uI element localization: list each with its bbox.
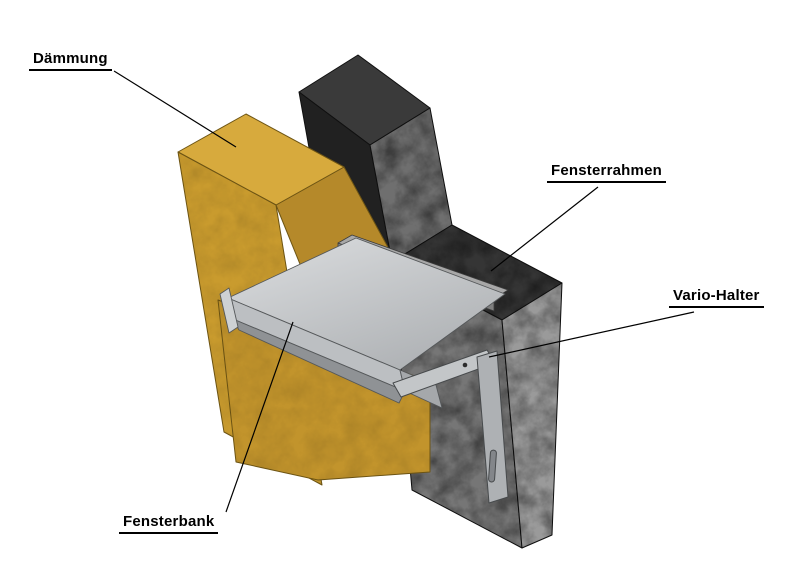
sill-end-cap bbox=[219, 287, 239, 334]
label-vario-halter: Vario-Halter bbox=[669, 287, 764, 308]
label-fensterbank-text: Fensterbank bbox=[123, 513, 215, 530]
vario-bracket bbox=[392, 349, 509, 504]
label-fensterrahmen-text: Fensterrahmen bbox=[551, 162, 662, 179]
label-fensterrahmen: Fensterrahmen bbox=[547, 162, 666, 183]
fensterbank-leader-line bbox=[225, 321, 294, 513]
bracket-slot bbox=[488, 449, 497, 483]
label-daemmung-text: Dämmung bbox=[33, 50, 108, 67]
leader-lines bbox=[113, 70, 695, 513]
daemmung-leader-line bbox=[113, 70, 237, 148]
label-vario-halter-text: Vario-Halter bbox=[673, 287, 760, 304]
fensterrahmen-leader-line bbox=[490, 186, 599, 272]
label-fensterbank: Fensterbank bbox=[119, 513, 219, 534]
vario-halter-leader-line bbox=[488, 311, 695, 358]
bracket-screw-dot bbox=[462, 362, 468, 368]
bracket-vertical-leg bbox=[476, 350, 509, 504]
label-daemmung: Dämmung bbox=[29, 50, 112, 71]
